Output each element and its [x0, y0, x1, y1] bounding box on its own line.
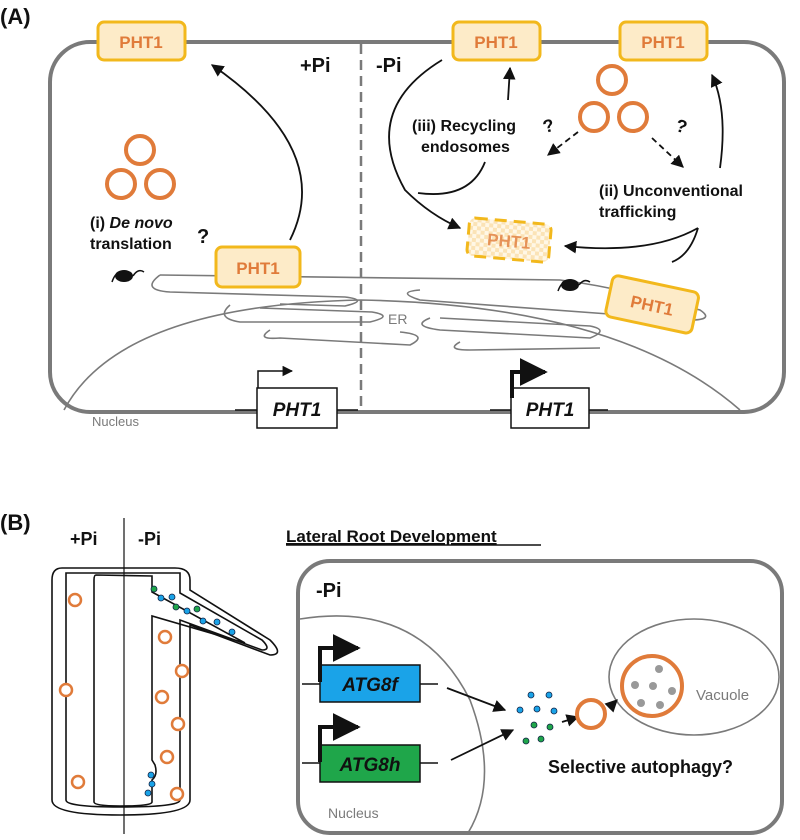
arrow-to-autophagosome — [561, 714, 580, 727]
autophagic-body — [620, 654, 684, 718]
lr-cell-condition: -Pi — [316, 580, 342, 602]
arrow-to-endosomal-pht1 — [563, 227, 699, 254]
pht1-membrane-right: PHT1 — [618, 20, 709, 62]
svg-text:PHT1: PHT1 — [486, 230, 531, 253]
pathway-i-label: (i) De novo — [90, 215, 173, 232]
atg8-protein-dots — [516, 691, 558, 745]
pathway-ii-label: (ii) Unconventional — [599, 183, 743, 200]
arrow-de-novo — [210, 64, 303, 241]
selective-autophagy-question: Selective autophagy? — [548, 757, 733, 777]
svg-text:PHT1: PHT1 — [273, 400, 322, 421]
svg-text:PHT1: PHT1 — [236, 259, 279, 278]
pathway-iii-label-line2: endosomes — [421, 139, 510, 156]
pht1-membrane-mid: PHT1 — [451, 20, 542, 62]
question-mark: ? — [541, 115, 557, 137]
vesicle-cluster-left — [105, 134, 176, 200]
panel-b-label: (B) — [0, 510, 31, 535]
pht1-endosomal: PHT1 — [465, 216, 553, 264]
vacuole-label: Vacuole — [696, 687, 749, 704]
pathway-i-label-line2: translation — [90, 236, 172, 253]
arrow-from-er-pht1 — [671, 227, 699, 263]
vacuole — [608, 618, 780, 736]
root-minus-pi-label: -Pi — [138, 529, 161, 549]
root-plus-pi-label: +Pi — [70, 529, 98, 549]
arrow-recycle-up — [503, 66, 516, 101]
svg-text:PHT1: PHT1 — [641, 33, 684, 52]
autophagosome — [575, 698, 607, 730]
panel-b: (B) +Pi -Pi — [0, 510, 784, 835]
svg-text:ATG8f: ATG8f — [341, 675, 399, 696]
svg-text:ATG8h: ATG8h — [339, 755, 401, 776]
root-atg8-dots — [144, 585, 236, 797]
plus-pi-label: +Pi — [300, 55, 331, 77]
nucleus-label: Nucleus — [92, 414, 139, 429]
arrow-vesicle-to-endosome — [547, 131, 579, 156]
svg-text:PHT1: PHT1 — [474, 33, 517, 52]
arrow-atg8h-expression — [450, 729, 515, 761]
pathway-ii-label-line2: trafficking — [599, 204, 676, 221]
gene-atg8f: ATG8f — [302, 634, 438, 703]
question-mark: ? — [197, 226, 209, 248]
lr-nucleus — [299, 615, 486, 834]
gene-pht1-minus-pi: PHT1 — [490, 358, 608, 429]
nucleus-envelope — [63, 299, 741, 411]
minus-pi-label: -Pi — [376, 55, 402, 77]
ribosome-icon — [557, 279, 591, 292]
lateral-root-title: Lateral Root Development — [286, 527, 497, 546]
ribosome-icon — [111, 269, 145, 283]
arrow-unconventional-up — [710, 73, 724, 169]
endoplasmic-reticulum — [151, 274, 707, 351]
vesicle-cluster-right — [578, 64, 649, 133]
arrow-internalization — [388, 59, 462, 230]
er-label: ER — [388, 311, 407, 327]
pathway-iii-label: (iii) Recycling — [412, 118, 516, 135]
arrow-endosome-loop — [417, 161, 486, 195]
panel-a: (A) +Pi -Pi Nucleus ER PHT1 PHT1 — [0, 4, 786, 429]
arrow-vesicle-to-unconventional — [651, 137, 684, 168]
pht1-er-left: PHT1 — [214, 245, 302, 289]
lr-cell-membrane — [296, 559, 784, 835]
lr-nucleus-label: Nucleus — [328, 805, 379, 821]
cell-membrane — [48, 40, 786, 414]
root-diagram — [51, 567, 279, 816]
panel-a-label: (A) — [0, 4, 31, 29]
arrow-to-vacuole — [604, 699, 618, 713]
gene-pht1-plus-pi: PHT1 — [235, 365, 358, 429]
question-mark: ? — [674, 115, 690, 137]
svg-text:PHT1: PHT1 — [119, 33, 162, 52]
svg-text:PHT1: PHT1 — [526, 400, 575, 421]
pht1-er-right: PHT1 — [604, 274, 700, 335]
arrow-atg8f-expression — [446, 687, 507, 712]
pht1-membrane-left: PHT1 — [96, 20, 187, 62]
gene-atg8h: ATG8h — [302, 713, 438, 783]
root-vesicles — [58, 592, 190, 802]
